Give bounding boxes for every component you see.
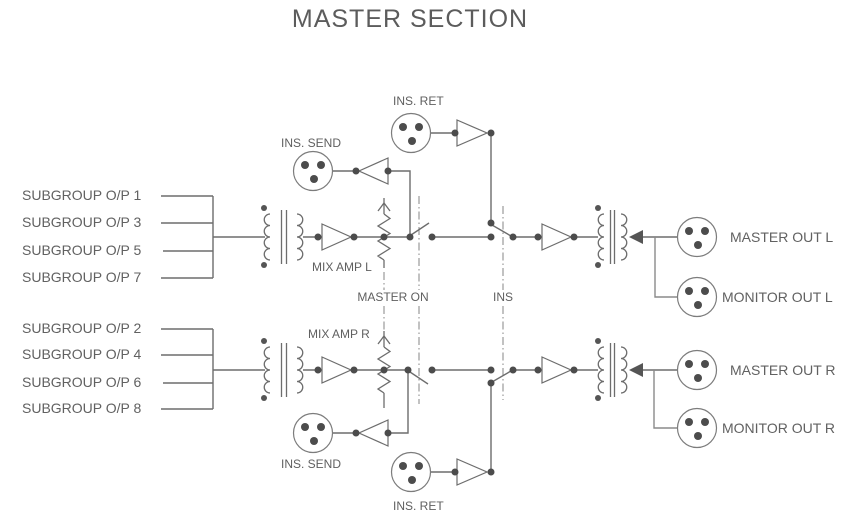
mix-amp-l-label: MIX AMP L	[312, 260, 372, 274]
ins-ret-l-label: INS. RET	[393, 94, 444, 108]
ins-switch-r	[491, 370, 512, 383]
left-channel: MIX AMP L INS. SEND INS. RET	[261, 94, 833, 318]
master-on-switch-l	[410, 222, 430, 236]
master-fader-l	[376, 198, 392, 268]
output-transformer-r	[595, 338, 628, 401]
gang-links: MASTER ON INS	[357, 196, 513, 404]
subgroup-input-label: SUBGROUP O/P 7	[22, 269, 142, 285]
send-amp-r	[357, 419, 389, 447]
ins-send-branch-r: INS. SEND	[281, 371, 409, 471]
ret-amp-r	[456, 458, 489, 486]
ins-label: INS	[493, 290, 513, 304]
ins-ret-r-label: INS. RET	[393, 499, 444, 513]
subgroup-bus-odd	[161, 195, 265, 279]
send-amp-l	[357, 157, 389, 185]
output-transformer-l	[595, 205, 628, 268]
ins-send-r-label: INS. SEND	[281, 457, 341, 471]
junction-dots-l	[314, 129, 578, 241]
mix-amp-r-label: MIX AMP R	[308, 327, 370, 341]
subgroup-input-label: SUBGROUP O/P 5	[22, 242, 142, 258]
ret-amp-l	[456, 119, 489, 147]
monitor-branch-r	[653, 370, 678, 429]
right-channel: MIX AMP R INS. SEND INS. RET	[261, 327, 836, 513]
subgroup-input-label: SUBGROUP O/P 3	[22, 214, 142, 230]
monitor-out-l-xlr	[676, 276, 718, 318]
master-on-switch-r	[409, 371, 429, 385]
output-arrow-r	[629, 363, 643, 377]
subgroup-bus-even	[161, 328, 265, 410]
master-out-r-label: MASTER OUT R	[730, 362, 836, 378]
ins-ret-xlr-l	[390, 112, 432, 154]
ins-ret-branch-r: INS. RET	[390, 384, 492, 513]
subgroup-input-label: SUBGROUP O/P 1	[22, 187, 142, 203]
master-on-label: MASTER ON	[357, 290, 428, 304]
monitor-out-r-xlr	[676, 407, 718, 449]
master-out-l-xlr	[676, 216, 718, 258]
ins-send-l-label: INS. SEND	[281, 136, 341, 150]
subgroup-input-label: SUBGROUP O/P 6	[22, 374, 142, 390]
master-out-l-label: MASTER OUT L	[730, 229, 833, 245]
ins-switch-l	[491, 224, 512, 237]
input-transformer-l	[261, 205, 304, 268]
subgroup-input-label: SUBGROUP O/P 2	[22, 320, 142, 336]
ins-ret-xlr-r	[390, 451, 432, 493]
monitor-branch-l	[654, 237, 678, 298]
subgroup-inputs-even: SUBGROUP O/P 2 SUBGROUP O/P 4 SUBGROUP O…	[22, 320, 265, 416]
junction-dots-r	[314, 366, 578, 476]
output-amp-l	[541, 223, 573, 251]
output-arrow-l	[629, 230, 643, 244]
ins-send-xlr-r	[292, 412, 334, 454]
mix-amp-r-triangle	[321, 356, 353, 384]
ins-send-xlr-l	[292, 150, 334, 192]
mix-amp-l-triangle	[321, 223, 353, 251]
subgroup-inputs-odd: SUBGROUP O/P 1 SUBGROUP O/P 3 SUBGROUP O…	[22, 187, 265, 285]
subgroup-input-label: SUBGROUP O/P 4	[22, 346, 142, 362]
master-out-r-xlr	[676, 349, 718, 391]
subgroup-input-label: SUBGROUP O/P 8	[22, 400, 142, 416]
page-title: MASTER SECTION	[292, 5, 528, 33]
monitor-out-r-label: MONITOR OUT R	[722, 420, 835, 436]
monitor-out-l-label: MONITOR OUT L	[722, 289, 833, 305]
output-amp-r	[541, 356, 573, 384]
input-transformer-r	[261, 338, 304, 401]
ins-send-branch-l: INS. SEND	[281, 136, 411, 236]
ins-ret-branch-l: INS. RET	[390, 94, 492, 223]
